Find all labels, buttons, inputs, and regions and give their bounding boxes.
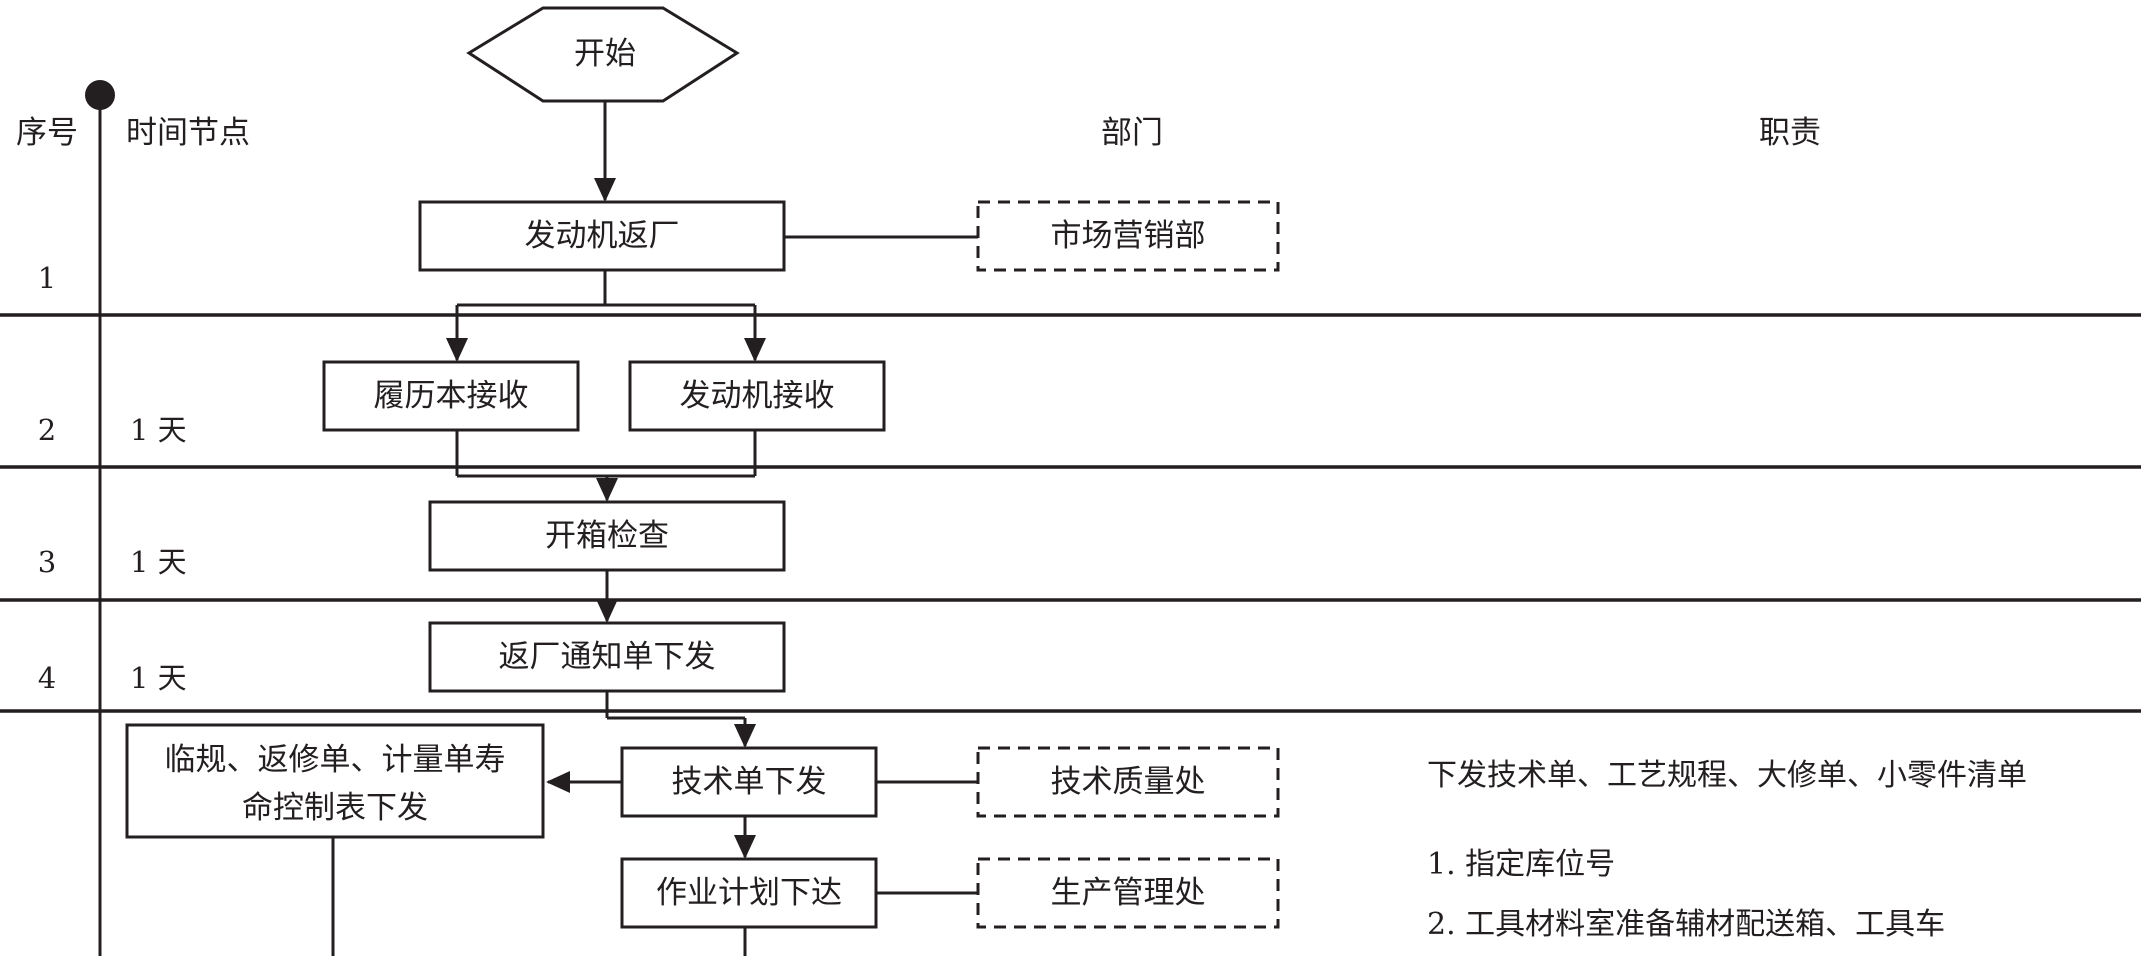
- timeline-start-dot: [85, 80, 115, 110]
- step-docs-issue-label-2: 命控制表下发: [242, 790, 428, 826]
- dept-marketing: [976, 200, 1280, 272]
- step-tech-order-label: 技术单下发: [672, 764, 827, 800]
- header-duty: 职责: [1759, 115, 1821, 151]
- step-docs-issue: [125, 723, 545, 839]
- step-return-notice: [428, 621, 786, 693]
- row-1-seq: 1: [38, 261, 56, 295]
- start-node: [466, 6, 740, 103]
- dept-marketing-label: 市场营销部: [1051, 218, 1206, 254]
- duty-production-2: 2. 工具材料室准备辅材配送箱、工具车: [1427, 907, 1945, 942]
- step-unpack-inspect-label: 开箱检查: [545, 518, 669, 554]
- step-return-notice-label: 返厂通知单下发: [499, 639, 716, 675]
- step-engine-receive-label: 发动机接收: [680, 378, 835, 414]
- row-3-time: 1 天: [130, 545, 187, 579]
- step-unpack-inspect: [428, 500, 786, 572]
- dept-tech-quality: [976, 746, 1280, 818]
- row-2-time: 1 天: [130, 413, 187, 447]
- step-engine-receive: [628, 360, 886, 432]
- duty-production-1: 1. 指定库位号: [1427, 847, 1615, 882]
- row-4-time: 1 天: [130, 661, 187, 695]
- dept-tech-quality-label: 技术质量处: [1051, 764, 1206, 800]
- step-logbook-receive-label: 履历本接收: [374, 378, 529, 414]
- dept-production: [976, 857, 1280, 929]
- duty-tech-quality: 下发技术单、工艺规程、大修单、小零件清单: [1427, 758, 2027, 793]
- step-work-plan: [620, 857, 878, 929]
- header-seq: 序号: [16, 115, 78, 151]
- row-2-seq: 2: [38, 413, 56, 447]
- step-logbook-receive: [322, 360, 580, 432]
- step-engine-return: [418, 200, 786, 272]
- header-time: 时间节点: [126, 115, 250, 151]
- step-work-plan-label: 作业计划下达: [656, 875, 842, 911]
- row-4-seq: 4: [38, 661, 56, 695]
- step-engine-return-label: 发动机返厂: [525, 218, 680, 254]
- dept-production-label: 生产管理处: [1051, 875, 1206, 911]
- row-3-seq: 3: [38, 545, 56, 579]
- step-docs-issue-label-1: 临规、返修单、计量单寿: [165, 742, 506, 778]
- start-label: 开始: [574, 36, 636, 72]
- header-dept: 部门: [1101, 115, 1163, 151]
